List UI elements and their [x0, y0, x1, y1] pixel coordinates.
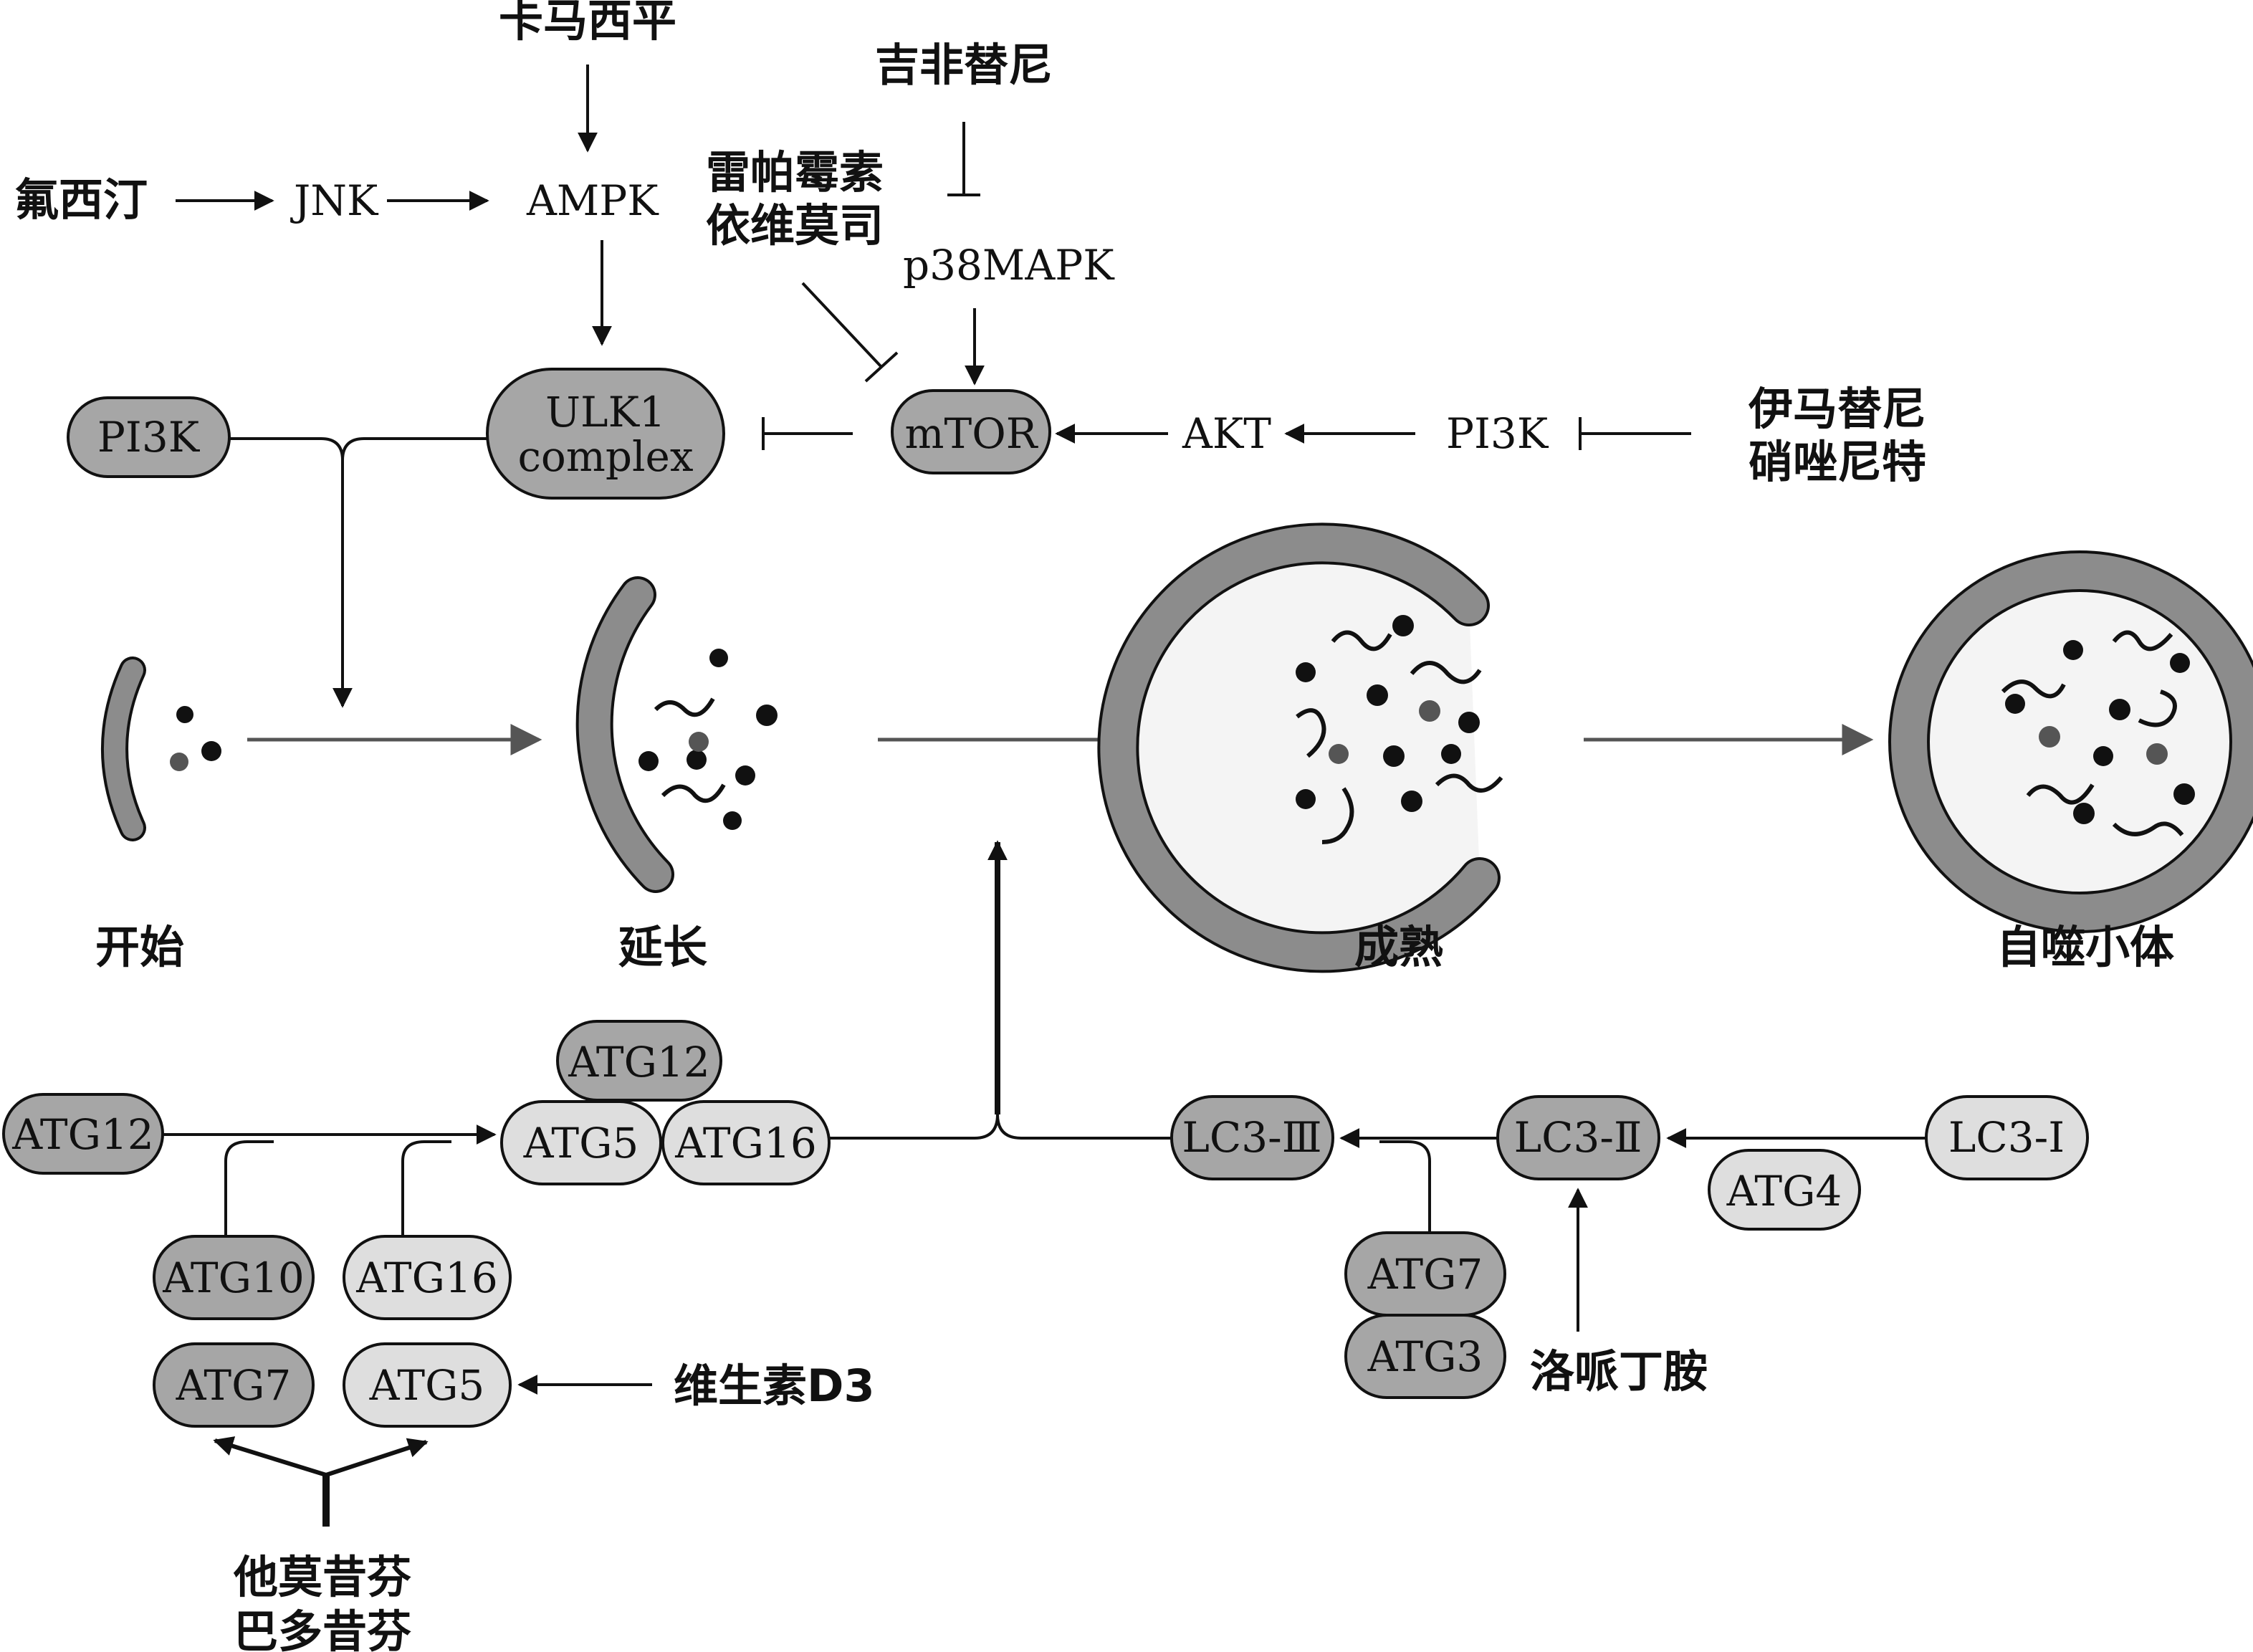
node-lc3-ii-pill — [1496, 1095, 1660, 1180]
node-ulk1-label-line2: complex — [517, 432, 693, 481]
node-atg16-enzyme-pill — [343, 1235, 512, 1320]
node-lc3-iii-pill — [1170, 1095, 1334, 1180]
node-lc3-ii-label: LC3-Ⅱ — [1514, 1113, 1642, 1162]
arrow-tamoxifen-atg7 — [213, 1436, 327, 1477]
node-mtor-label: mTOR — [905, 409, 1039, 458]
node-atg10-pill — [153, 1235, 315, 1320]
join-atg7-atg3 — [1379, 1140, 1431, 1236]
node-mtor-pill — [891, 389, 1051, 474]
inhibit-rapalog-bar — [864, 351, 899, 383]
node-atg5-complex-label: ATG5 — [523, 1119, 639, 1168]
drug-tamoxifen: 他莫昔芬 — [233, 1551, 411, 1603]
node-atg5-input-label: ATG5 — [369, 1361, 485, 1410]
drug-gefitinib: 吉非替尼 — [875, 39, 1053, 91]
stage-label-autophagosome: 自噬小体 — [1996, 921, 2174, 973]
drug-everolimus: 依维莫司 — [706, 199, 884, 252]
node-atg16-complex-label: ATG16 — [674, 1119, 817, 1168]
drug-loperamide: 洛哌丁胺 — [1530, 1345, 1708, 1398]
lc3-processing-system: LC3-Ⅲ LC3-Ⅱ LC3-Ⅰ ATG4 ATG7 ATG3 洛哌丁胺 — [829, 840, 2089, 1399]
node-ampk: AMPK — [526, 176, 659, 225]
inhibit-rapalog-line — [801, 282, 883, 368]
node-atg7-label: ATG7 — [176, 1361, 292, 1410]
node-atg5-input-pill — [343, 1342, 512, 1428]
node-lc3-i-label: LC3-Ⅰ — [1948, 1113, 2065, 1162]
autophagy-stages: 开始 延长 成熟 自噬小体 — [95, 522, 2253, 973]
node-atg12-input-label: ATG12 — [11, 1110, 154, 1159]
upstream-signaling: 卡马西平 氟西汀 JNK AMPK 吉非替尼 p38MAPK 雷帕霉素 依维莫司… — [14, 0, 1926, 708]
node-jnk: JNK — [290, 176, 379, 225]
node-atg4-label: ATG4 — [1726, 1167, 1842, 1216]
node-atg7-lc3-label: ATG7 — [1367, 1250, 1483, 1299]
stage-elongation-membrane — [575, 576, 778, 893]
join-atg16-enzyme — [401, 1140, 451, 1243]
drug-carbamazepine: 卡马西平 — [499, 0, 676, 47]
node-atg12-complex-label: ATG12 — [568, 1038, 710, 1087]
drug-vitamin-d3: 维生素D3 — [674, 1360, 875, 1412]
node-atg12-complex-pill — [556, 1020, 722, 1102]
node-atg16-enzyme-label: ATG16 — [355, 1254, 498, 1302]
join-atg10 — [224, 1140, 274, 1236]
node-atg5-complex-pill — [500, 1100, 662, 1185]
node-atg3-pill — [1344, 1314, 1506, 1399]
stage-label-elongation: 延长 — [618, 921, 707, 973]
stage-maturation-membrane — [1097, 522, 1503, 973]
atg-conjugation-system: ATG12 ATG12 ATG5 ATG16 ATG10 ATG16 ATG7 … — [2, 1020, 875, 1652]
node-atg10-label: ATG10 — [162, 1254, 305, 1302]
stage-label-maturation: 成熟 — [1354, 921, 1443, 973]
drug-imatinib: 伊马替尼 — [1748, 383, 1926, 435]
node-ulk1-complex-pill — [486, 368, 725, 500]
node-atg7-pill — [153, 1342, 315, 1428]
node-lc3-i-pill — [1925, 1095, 2089, 1180]
node-ulk1-label-line1: ULK1 — [545, 388, 666, 436]
join-complex-lc3 — [829, 1114, 1172, 1140]
node-pi3k-complex-label: PI3K — [97, 413, 201, 462]
node-atg3-label: ATG3 — [1367, 1332, 1483, 1381]
node-atg16-complex-pill — [661, 1100, 831, 1185]
node-akt: AKT — [1182, 409, 1271, 458]
join-pi3k-ulk1 — [229, 437, 487, 461]
node-pi3k-upstream: PI3K — [1446, 409, 1549, 458]
stage-initiation-membrane — [101, 656, 221, 841]
node-atg4-pill — [1708, 1149, 1861, 1231]
drug-bazedoxifene: 巴多昔芬 — [234, 1605, 411, 1652]
drug-fluoxetine: 氟西汀 — [14, 173, 148, 226]
stage-label-initiation: 开始 — [95, 921, 184, 973]
node-lc3-iii-label: LC3-Ⅲ — [1182, 1113, 1321, 1162]
stage-autophagosome-membrane — [1888, 550, 2253, 933]
arrow-tamoxifen-atg5 — [325, 1438, 429, 1477]
node-p38mapk: p38MAPK — [903, 241, 1115, 290]
drug-nitazoxanide: 硝唑尼特 — [1749, 436, 1926, 488]
drug-rapamycin: 雷帕霉素 — [706, 146, 884, 199]
